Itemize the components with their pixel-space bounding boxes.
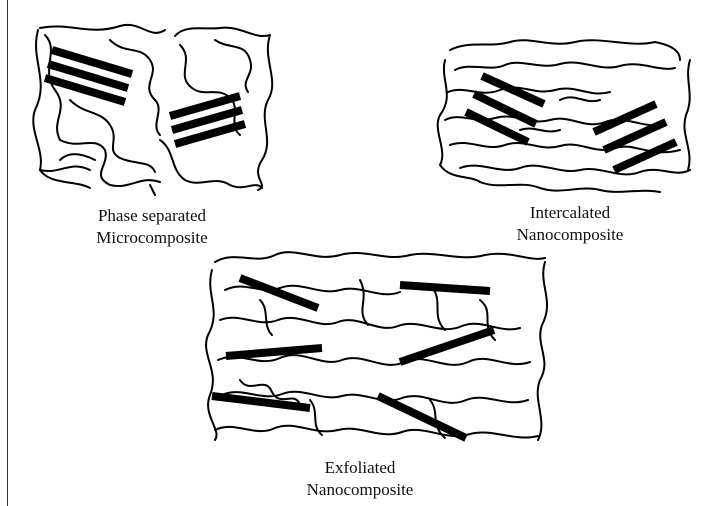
intercalated-panel (438, 40, 690, 192)
intercalated-caption-line2: Nanocomposite (500, 224, 640, 246)
clay-stack-right (594, 104, 676, 170)
phase-separated-panel (33, 25, 272, 195)
phase-separated-caption-line1: Phase separated (62, 205, 242, 227)
intercalated-caption: Intercalated Nanocomposite (500, 202, 640, 246)
clay-stack-left (466, 76, 544, 142)
exfoliated-caption: Exfoliated Nanocomposite (280, 457, 440, 501)
exfoliated-caption-line1: Exfoliated (280, 457, 440, 479)
exfoliated-panel (206, 252, 547, 440)
exfoliated-caption-line2: Nanocomposite (280, 479, 440, 501)
intercalated-caption-line1: Intercalated (500, 202, 640, 224)
phase-separated-caption: Phase separated Microcomposite (62, 205, 242, 249)
phase-separated-caption-line2: Microcomposite (62, 227, 242, 249)
